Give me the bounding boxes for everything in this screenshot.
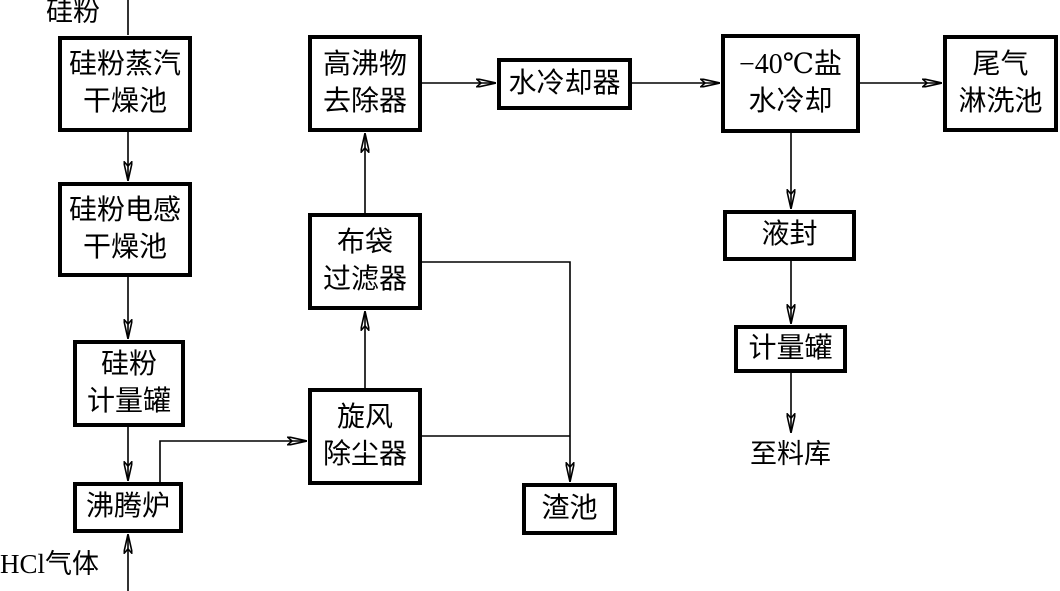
node-fluidized-bed-furnace: 沸腾炉 — [73, 482, 183, 533]
node-liquid-seal: 液封 — [723, 210, 856, 261]
node-metering-tank-label: 计量罐 — [748, 332, 833, 364]
node-water-cooler: 水冷却器 — [497, 58, 632, 110]
node-brine-cooler-label-line2: 水冷却 — [748, 85, 833, 117]
node-silicon-metering-tank: 硅粉 计量罐 — [73, 340, 185, 427]
node-induction-dryer: 硅粉电感 干燥池 — [58, 182, 192, 277]
node-high-boiler-remover: 高沸物 去除器 — [308, 35, 422, 132]
node-tail-gas-scrubber-label-line2: 淋洗池 — [958, 85, 1043, 117]
node-steam-dryer-label-line1: 硅粉蒸汽 — [68, 49, 181, 81]
node-liquid-seal-label: 液封 — [761, 219, 818, 251]
hcl-gas-feed-label: HCl气体 — [0, 549, 100, 579]
node-silicon-metering-tank-label-line2: 计量罐 — [86, 385, 171, 417]
to-storage-label: 至料库 — [750, 439, 831, 469]
node-slag-pool: 渣池 — [522, 483, 617, 535]
edge-bag-filter-to-slag-pool — [422, 261, 570, 481]
node-cyclone-dust-remover-label-line2: 除尘器 — [322, 438, 407, 470]
node-tail-gas-scrubber: 尾气 淋洗池 — [943, 35, 1058, 132]
node-metering-tank: 计量罐 — [734, 325, 847, 373]
node-silicon-metering-tank-label-line1: 硅粉 — [100, 348, 157, 380]
node-high-boiler-remover-label-line1: 高沸物 — [322, 48, 407, 80]
node-induction-dryer-label-line1: 硅粉电感 — [68, 194, 181, 226]
node-cyclone-dust-remover: 旋风 除尘器 — [308, 388, 422, 485]
node-brine-cooler-minus40c: −40℃盐 水冷却 — [721, 34, 860, 133]
node-bag-filter: 布袋 过滤器 — [308, 213, 422, 310]
node-tail-gas-scrubber-label-line1: 尾气 — [972, 48, 1029, 80]
node-brine-cooler-label-line1: −40℃盐 — [738, 48, 843, 80]
node-cyclone-dust-remover-label-line1: 旋风 — [336, 401, 393, 433]
node-bag-filter-label-line2: 过滤器 — [322, 263, 407, 295]
node-water-cooler-label: 水冷却器 — [508, 67, 621, 99]
node-steam-dryer: 硅粉蒸汽 干燥池 — [58, 36, 192, 132]
node-induction-dryer-label-line2: 干燥池 — [82, 231, 167, 263]
node-high-boiler-remover-label-line2: 去除器 — [322, 85, 407, 117]
node-steam-dryer-label-line2: 干燥池 — [82, 86, 167, 117]
node-slag-pool-label: 渣池 — [541, 492, 598, 524]
edge-furnace-to-cyclone — [159, 441, 306, 482]
node-bag-filter-label-line1: 布袋 — [336, 226, 393, 258]
node-fluidized-bed-furnace-label: 沸腾炉 — [85, 491, 170, 523]
silicon-powder-feed-label: 硅粉 — [46, 0, 100, 27]
